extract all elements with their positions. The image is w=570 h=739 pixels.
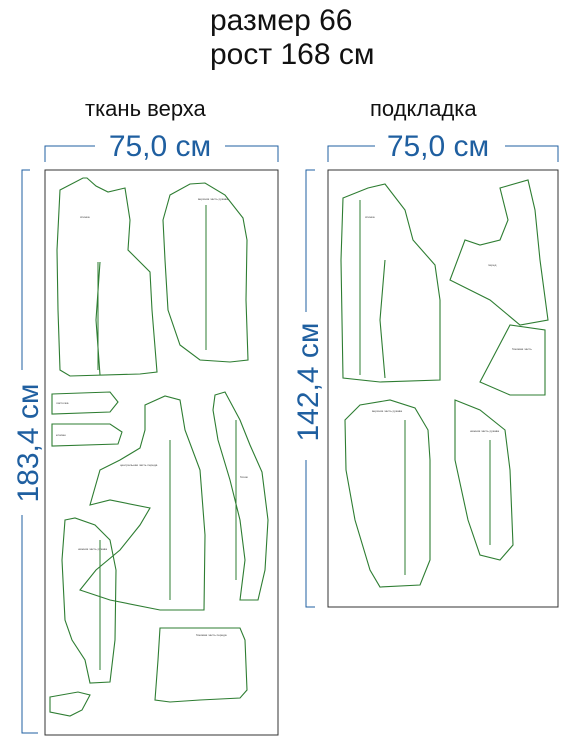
lining-back-dart [379, 259, 386, 379]
label-flap: клапан [56, 433, 66, 437]
label-center-front: центральная часть переда [120, 463, 158, 467]
lining-length-dimension: 142,4 см [292, 322, 325, 441]
lining-fabric-label: подкладка [370, 96, 477, 121]
label-upper-sleeve: верхняя часть рукава [198, 197, 228, 201]
outer-width-dimension: 75,0 см [109, 130, 211, 163]
label-lining-front: перед [488, 263, 497, 267]
height-title: рост 168 см [210, 38, 375, 71]
back-dart [95, 261, 101, 376]
lining-side-piece [479, 324, 546, 396]
upper-sleeve-piece [162, 182, 249, 363]
flap-strip [51, 423, 123, 447]
lining-upper-sleeve-piece [344, 399, 431, 588]
back-piece [56, 177, 158, 377]
lining-fabric-sheet [327, 169, 559, 608]
label-side-front: боковая часть переда [196, 633, 227, 637]
label-lining-side: боковая часть [512, 347, 532, 351]
outer-fabric-label: ткань верха [85, 96, 206, 121]
outer-width-dimension-line [44, 145, 279, 162]
label-lining-back: спинка [365, 215, 375, 219]
lower-sleeve-piece [61, 517, 117, 684]
lining-back-piece [340, 183, 441, 383]
outer-length-dimension-line [21, 169, 38, 734]
facing-piece [212, 391, 269, 601]
vent-piece [49, 691, 91, 717]
outer-fabric-layout: 75,0 см 183,4 см спинка верхняя часть р [12, 130, 279, 736]
label-lower-sleeve: нижняя часть рукава [78, 547, 107, 551]
outer-length-dimension: 183,4 см [12, 383, 45, 502]
lining-lower-sleeve-piece [454, 399, 514, 561]
lining-front-piece [449, 179, 549, 326]
lining-width-dimension-line [327, 145, 559, 162]
label-lining-upper-sleeve: верхняя часть рукава [372, 409, 402, 413]
lining-fabric-layout: 75,0 см 142,4 см спинка перед боковая ча… [292, 130, 559, 608]
side-front-piece [154, 627, 248, 703]
size-title: размер 66 [210, 4, 353, 37]
lining-width-dimension: 75,0 см [387, 130, 489, 163]
label-back: спинка [80, 215, 90, 219]
outer-fabric-sheet [44, 169, 279, 736]
label-welt: листочка [56, 401, 69, 405]
label-lining-lower-sleeve: нижняя часть рукава [470, 429, 499, 433]
center-front-piece [79, 395, 206, 611]
lining-length-dimension-line [305, 169, 315, 608]
welt-strip [51, 391, 119, 415]
label-side: бочок [240, 475, 249, 479]
